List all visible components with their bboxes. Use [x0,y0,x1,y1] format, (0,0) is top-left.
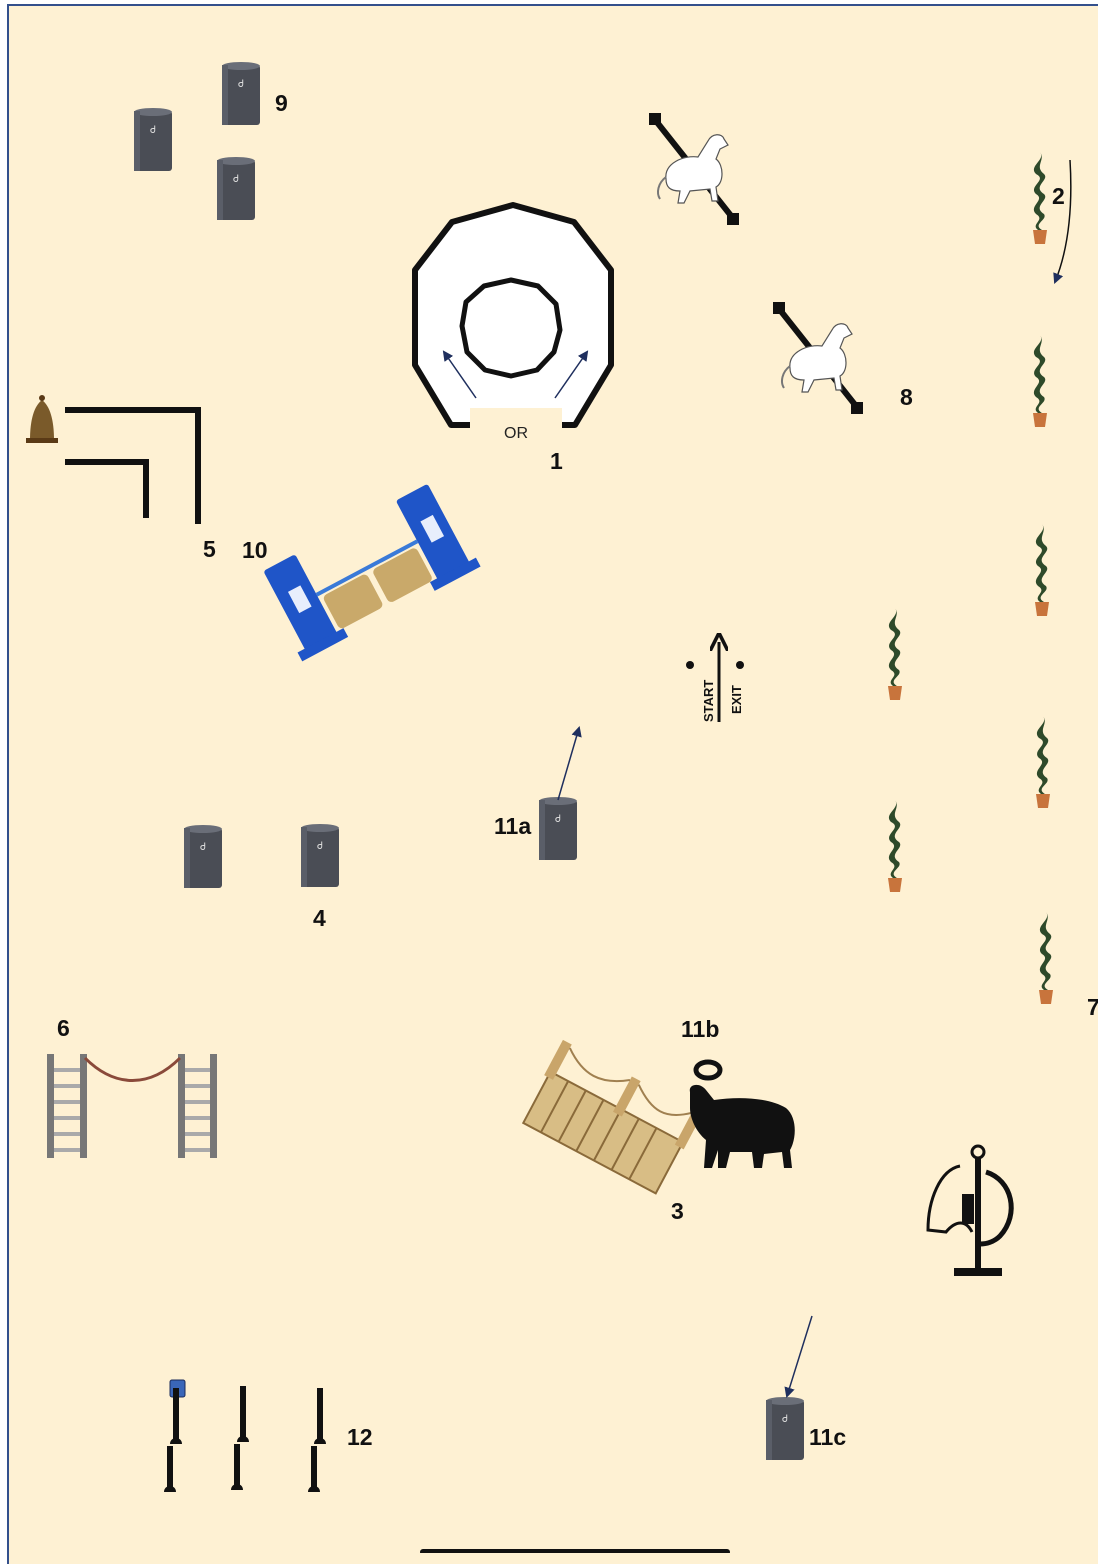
cypress-tree-icon [888,800,902,892]
ladder-rope-icon [47,1054,217,1158]
horse-pole-icon [649,113,739,225]
obstacle-3-label: 3 [671,1200,684,1223]
obstacle-8-label: 8 [900,386,913,409]
cypress-tree-icon [888,608,902,700]
horse-logo-icon [928,1146,1011,1276]
direction-arrow [558,728,579,800]
decagon-circle-icon [415,205,611,425]
direction-arrow [1055,160,1071,282]
obstacle-7-label: 7 [1087,996,1098,1019]
obstacle-11c-label: 11c [809,1426,846,1449]
bull-ring-icon [690,1062,795,1168]
obstacle-1-label: 1 [550,450,563,473]
scrollbar[interactable] [420,1549,730,1553]
obstacle-6-label: 6 [57,1017,70,1040]
horse-pole-icon [773,302,863,414]
obstacle-2-label: 2 [1052,185,1065,208]
barrel-icon [301,824,339,887]
cypress-tree-icon [1039,912,1053,1004]
pole-post-icon [164,1388,182,1492]
wooden-bridge-icon [520,1040,703,1195]
obstacle-5-label: 5 [203,538,216,561]
exit-label: EXIT [729,685,744,714]
cypress-tree-icon [1035,524,1049,616]
start-label: START [701,680,716,722]
direction-arrow [787,1316,812,1396]
or-label: OR [470,408,562,448]
barrel-icon [766,1397,804,1460]
barrel-icon [134,108,172,171]
pole-post-icon [231,1386,249,1490]
cypress-tree-icon [1036,716,1050,808]
obstacle-10-label: 10 [242,539,268,562]
cypress-tree-icon [1033,152,1047,244]
jump-standards-icon [256,480,480,661]
barrel-icon [184,825,222,888]
pole-post-icon [308,1388,326,1492]
obstacle-12-label: 12 [347,1426,373,1449]
obstacle-11b-label: 11b [681,1018,719,1041]
obstacle-9-label: 9 [275,92,288,115]
barrel-icon [217,157,255,220]
obstacle-11a-label: 11a [494,815,531,838]
cypress-tree-icon [1033,335,1047,427]
barrel-icon [222,62,260,125]
bell-icon [26,395,58,443]
obstacle-4-label: 4 [313,907,326,930]
corridor-fence [65,410,198,524]
barrel-icon [539,797,577,860]
